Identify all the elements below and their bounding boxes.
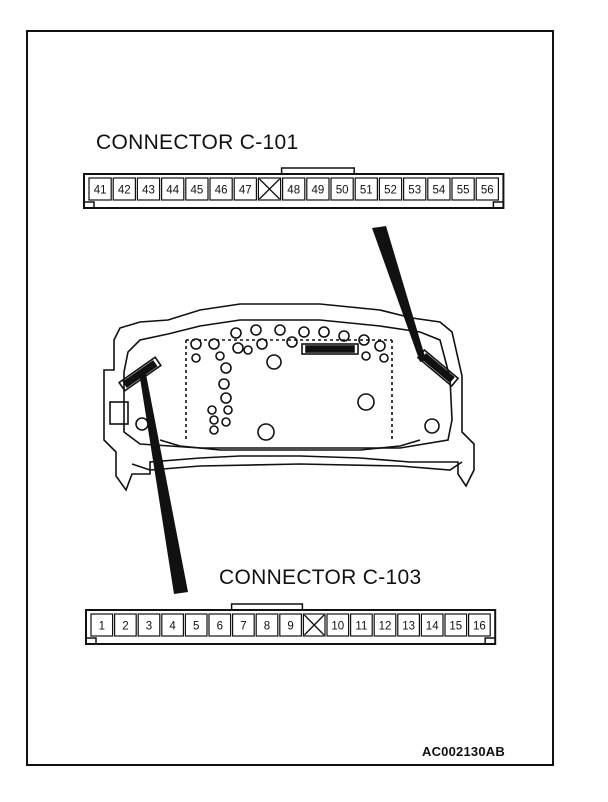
leader-c101 bbox=[372, 226, 426, 362]
cluster-face-outline bbox=[159, 439, 421, 451]
reference-code: AC002130AB bbox=[422, 744, 505, 759]
socket-center-on-cluster bbox=[301, 343, 359, 355]
connector-c101-title: CONNECTOR C-101 bbox=[96, 131, 299, 154]
cluster-lower-lip bbox=[131, 461, 463, 471]
side-bracket bbox=[109, 401, 129, 425]
leader-c103 bbox=[140, 374, 188, 594]
cluster-housing-outline bbox=[103, 303, 475, 492]
diagram-frame bbox=[26, 30, 554, 766]
connector-c103-title: CONNECTOR C-103 bbox=[219, 566, 422, 589]
socket-c103-on-cluster bbox=[117, 356, 163, 392]
